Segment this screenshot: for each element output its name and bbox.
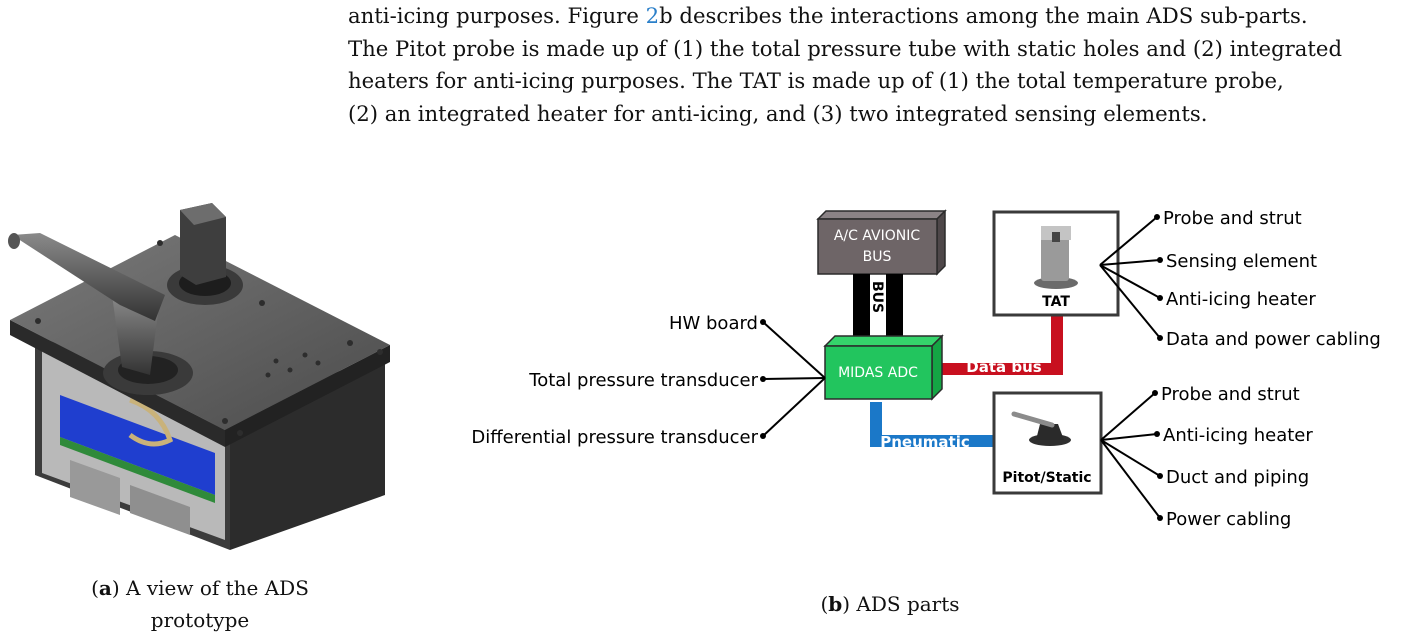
bus-label: BUS [869,281,885,313]
tat-item-sensing-element: Sensing element [1166,251,1317,272]
bus-bar-left [853,274,870,344]
pitot-probe-icon [1011,411,1071,446]
left-connectors [762,321,826,437]
pitot-item-power-cabling: Power cabling [1166,509,1291,530]
figure-reference-link[interactable]: 2 [645,3,660,28]
tat-connectors [1099,216,1161,339]
bus-bar-right [886,274,903,344]
figure-b-caption: (b) ADS parts [820,592,960,616]
adc-box-side [931,334,943,401]
figure-a-caption: (a) A view of the ADS prototype [91,576,309,632]
data-bus-label: Data bus [966,358,1042,376]
tat-item-anti-icing: Anti-icing heater [1166,289,1316,310]
avionic-bus-box-side [936,209,946,276]
left-dots [760,319,766,439]
avionic-bus-label-1: A/C AVIONIC [834,228,921,244]
tat-label: TAT [1042,294,1070,310]
pneumatic-line [870,402,994,447]
left-item-total-pressure: Total pressure transducer [528,370,758,391]
paragraph-line-3: heaters for anti-icing purposes. The TAT… [348,68,1284,93]
pitot-item-probe-strut: Probe and strut [1161,384,1300,405]
pitot-item-duct-piping: Duct and piping [1166,467,1309,488]
tat-dots [1154,214,1163,341]
adc-box [824,345,933,400]
left-item-hw-board: HW board [669,313,758,334]
ads-prototype-image [8,203,390,550]
data-bus-line [940,315,1063,375]
pitot-connectors [1100,392,1161,519]
avionic-bus-box-top [816,210,947,220]
tat-probe-icon [1034,226,1078,289]
pitot-label: Pitot/Static [1002,470,1091,486]
adc-label: MIDAS ADC [838,365,918,381]
pitot-dots [1152,390,1163,521]
avionic-bus-box [817,218,938,275]
paragraph-line-1: anti-icing purposes. Figure 2b describes… [348,3,1308,28]
body-paragraph: anti-icing purposes. Figure 2b describes… [348,0,1388,130]
tat-item-cabling: Data and power cabling [1166,329,1381,350]
pitot-item-anti-icing: Anti-icing heater [1163,425,1313,446]
paragraph-line-2: The Pitot probe is made up of (1) the to… [348,35,1343,61]
left-item-differential-pressure: Differential pressure transducer [471,427,758,448]
avionic-bus-label-2: BUS [863,249,892,265]
tat-item-probe-strut: Probe and strut [1163,208,1302,229]
adc-box-top [823,335,944,347]
pneumatic-label: Pneumatic [880,433,969,451]
paragraph-line-4: (2) an integrated heater for anti-icing,… [348,100,1208,126]
